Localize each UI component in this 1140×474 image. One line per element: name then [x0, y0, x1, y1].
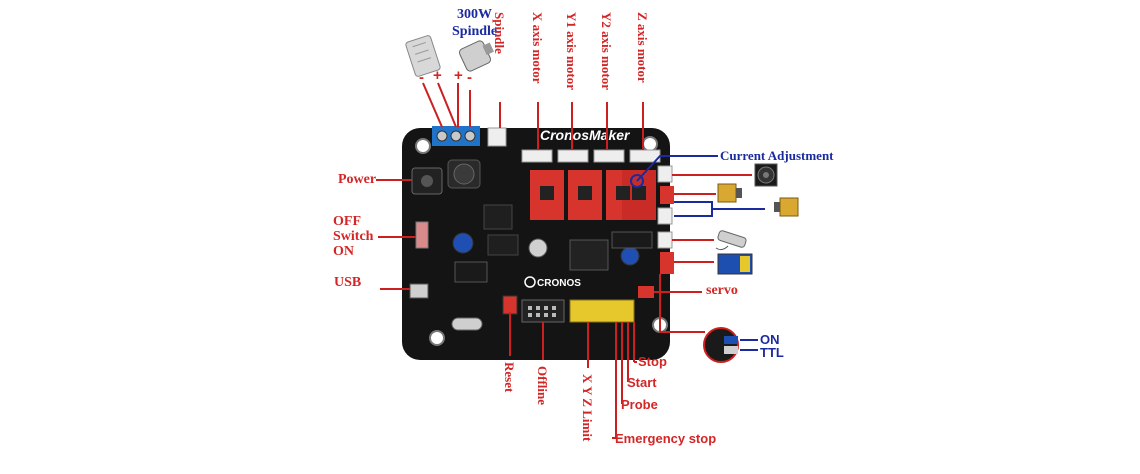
- y2-motor-connector: [593, 149, 625, 163]
- reset-button: [502, 295, 518, 315]
- board-logo: CRONOS: [537, 278, 581, 289]
- label-300w: 300W: [457, 7, 492, 22]
- polarity-minus-1: -: [419, 69, 424, 86]
- label-stop: Stop: [638, 354, 667, 369]
- label-x-axis-motor: X axis motor: [530, 12, 545, 84]
- label-off: OFF: [333, 214, 361, 229]
- label-servo: servo: [706, 283, 738, 298]
- label-z-axis-motor: Z axis motor: [635, 12, 650, 83]
- leader-lines-red: [376, 82, 752, 439]
- laser-ttl-connector: [660, 252, 674, 274]
- polarity-plus-1: +: [433, 67, 442, 84]
- laser-connector: [657, 231, 673, 249]
- fan-connector: [657, 165, 673, 183]
- usb-port: [409, 283, 429, 299]
- servo-connector: [638, 286, 654, 298]
- limit-pin-header: [569, 299, 635, 323]
- label-xyz-limit: X Y Z Limit: [580, 374, 595, 442]
- mount-hole: [415, 138, 431, 154]
- power-supply-icon: [405, 35, 441, 77]
- y1-motor-connector: [557, 149, 589, 163]
- label-y2-axis-motor: Y2 axis motor: [599, 12, 614, 90]
- offline-header: [521, 299, 565, 323]
- current-adjust-marker: [630, 174, 644, 188]
- polarity-plus-2: +: [454, 67, 463, 84]
- power-switch: [415, 221, 429, 249]
- label-probe: Probe: [621, 397, 658, 412]
- x-motor-connector: [521, 149, 553, 163]
- label-ttl: TTL: [760, 345, 784, 360]
- mount-hole: [642, 136, 658, 152]
- y-motor-connector-2: [657, 207, 673, 225]
- leader-lines-blue: [636, 155, 765, 351]
- servo-icon: [717, 253, 753, 275]
- label-power: Power: [338, 172, 377, 187]
- label-offline: Offline: [535, 366, 550, 405]
- ttl-jumper-detail: [703, 327, 739, 363]
- y-stepper-motor-icon-1: [717, 183, 742, 203]
- mount-hole: [429, 330, 445, 346]
- label-current-adjustment: Current Adjustment: [720, 148, 834, 163]
- polarity-minus-2: -: [467, 69, 472, 86]
- label-spindle-title: Spindle: [452, 24, 498, 39]
- label-reset: Reset: [502, 362, 517, 393]
- board-brand: CronosMaker: [540, 127, 631, 143]
- label-switch: Switch: [333, 229, 374, 244]
- label-usb: USB: [334, 275, 362, 290]
- laser-head-icon: [715, 230, 747, 251]
- fan-icon: [754, 163, 778, 187]
- spindle-connector: [487, 127, 507, 147]
- y-motor-connector-1: [660, 186, 674, 204]
- mcu-chip: [569, 239, 609, 271]
- label-ttl-on: ON: [760, 332, 780, 347]
- y-stepper-motor-icon-2: [774, 197, 799, 217]
- label-on: ON: [333, 244, 354, 259]
- label-y1-axis-motor: Y1 axis motor: [564, 12, 579, 90]
- spindle-motor-icon: [458, 40, 494, 72]
- label-emergency-stop: Emergency stop: [615, 431, 717, 446]
- label-start: Start: [627, 375, 657, 390]
- label-spindle: Spindle: [492, 12, 507, 54]
